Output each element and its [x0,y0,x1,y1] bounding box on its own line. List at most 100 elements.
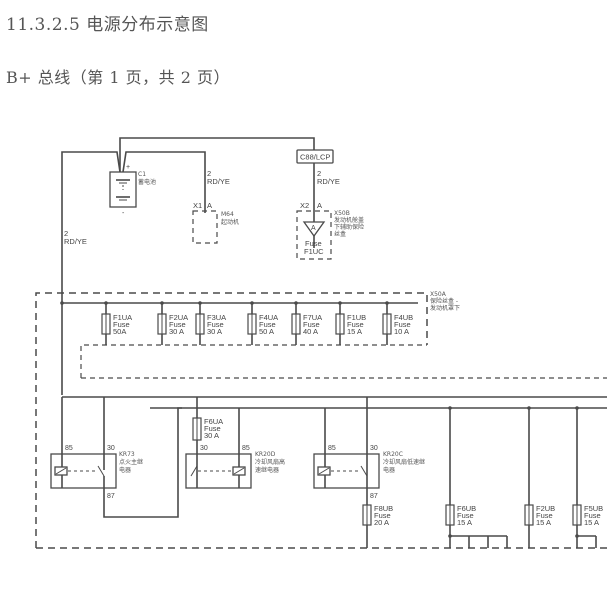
fuse-f6ub-rating: 15 A [457,518,472,527]
fuse-f8ub-rating: 20 A [374,518,389,527]
fuse-f5ub-rating: 15 A [584,518,599,527]
f6ua-id: F6UA [204,417,223,426]
fuse-f8ub-type: Fuse [374,511,391,520]
battery-name: 蓄电池 [138,178,156,186]
aux-box-name-3: 丝盒 [334,230,346,238]
page-subtitle: B+ 总线（第 1 页，共 2 页） [6,68,230,87]
battery-plus-label: + [126,164,130,171]
battery-c1: + - C1 蓄电池 [109,164,156,217]
fuse-f5ub-id: F5UB [584,504,603,513]
aux-box-name-2: 下辅助保险 [334,223,364,231]
kr20d-id: KR20D [255,451,276,458]
starter-connector: X1 [193,201,202,210]
aux-fuse-box-x50b: C88/LCP 2 RD/YE X2 A A Fuse F1UC X50B 发动… [296,149,364,260]
f6ua-rating: 30 A [204,431,219,440]
kr20c-pin-87: 87 [370,493,378,500]
kr20c-id: KR20C [383,451,403,458]
kr20c-name-1: 冷却风扇低速继 [383,458,425,466]
fuse-f1ub-id: F1UB [347,313,366,322]
branch-comb [575,534,597,548]
fuse-f2ua-type: Fuse [169,320,186,329]
fuse-f3ua-id: F3UA [207,313,226,322]
main-box-name-2: 发动机罩下 [430,304,460,312]
fuse-f7ua-type: Fuse [303,320,320,329]
fuse-f2ub-rating: 15 A [536,518,551,527]
fuse-f2ua-id: F2UA [169,313,188,322]
fuse-f1ub-rating: 15 A [347,327,362,336]
fuse-f8ub-id: F8UB [374,504,393,513]
fuse-f1ub-type: Fuse [347,320,364,329]
kr20d-name-1: 冷却风扇高 [255,458,285,466]
starter-name: 起动机 [221,218,239,226]
left-wire-gauge: 2 [64,229,68,238]
starter-wire-color: RD/YE [207,177,230,186]
kr20c-pin-30: 30 [370,445,378,452]
aux-box-name-1: 发动机舱盖 [334,216,364,224]
main-fuse-box-x50a: X50A 保险丝盒 - 发动机罩下 [35,291,607,549]
fuse-f4ua-id: F4UA [259,313,278,322]
fuse-f1ua-type: Fuse [113,320,130,329]
kr73-name-2: 电器 [119,466,131,474]
aux-box-id: X50B [334,210,350,217]
left-wire-color: RD/YE [64,237,87,246]
kr73-id: KR73 [119,451,135,458]
fuse-f2ub-id: F2UB [536,504,555,513]
fuse-f1ua-rating: 50A [113,327,126,336]
fuse-f4ua-type: Fuse [259,320,276,329]
fuse-f1ua-id: F1UA [113,313,132,322]
fuse-f4ub-rating: 10 A [394,327,409,336]
branch-comb [448,534,508,548]
fuse-f7ua-id: F7UA [303,313,322,322]
kr20d-pin-85: 85 [242,445,250,452]
battery-feed-wires [61,137,315,395]
relay-kr73: 85 30 87 KR73 点火主继 电器 [50,397,182,518]
fuse-f2ub-type: Fuse [536,511,553,520]
starter-pin: A [207,201,212,210]
kr20c-pin-85: 85 [328,445,336,452]
aux-pin: A [317,201,322,210]
fuse-f2ua-rating: 30 A [169,327,184,336]
starter-wire-gauge: 2 [207,169,211,178]
fuse-f4ub-id: F4UB [394,313,413,322]
lcp-label: C88/LCP [300,153,330,162]
fuse-f7ua-rating: 40 A [303,327,318,336]
page-title: 11.3.2.5 电源分布示意图 [6,15,209,35]
aux-symbol: A [311,225,316,232]
kr73-pin-87: 87 [107,493,115,500]
main-box-name-1: 保险丝盒 - [430,297,458,305]
kr73-pin-30: 30 [107,445,115,452]
relay-kr20c: 85 30 87 KR20C 冷却风扇低速继 电器 [313,397,425,548]
fuse-f4ua-rating: 50 A [259,327,274,336]
f6ua-type: Fuse [204,424,221,433]
fuse-f6ub-type: Fuse [457,511,474,520]
relay-kr20d: F6UA Fuse 30 A 30 85 KR20D 冷却风扇高 速继电器 [185,397,285,489]
fuse-f3ua-rating: 30 A [207,327,222,336]
aux-fuse-label: Fuse [305,239,322,248]
fuse-f6ub-id: F6UB [457,504,476,513]
aux-fuse-id: F1UC [304,247,324,256]
fuse-f5ub-type: Fuse [584,511,601,520]
battery-to-bus-wire [61,151,121,395]
main-box-id: X50A [430,291,447,298]
kr73-pin-85: 85 [65,445,73,452]
lcp-wire-color: RD/YE [317,177,340,186]
lcp-wire-gauge: 2 [317,169,321,178]
battery-minus-label: - [122,210,125,217]
battery-id: C1 [138,171,146,178]
kr20c-name-2: 电器 [383,466,395,474]
kr20d-pin-30: 30 [200,445,208,452]
